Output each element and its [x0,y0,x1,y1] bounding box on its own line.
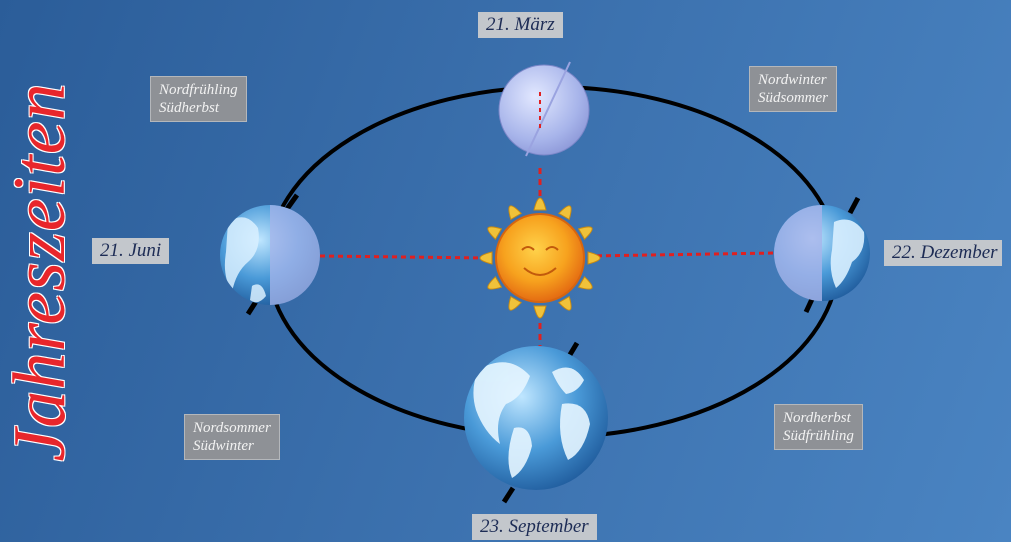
date-label-september: 23. September [472,514,597,540]
season-line: Südfrühling [783,428,854,444]
date-label-december: 22. Dezember [884,240,1002,266]
diagram-title: Jahreszeiten [0,82,81,462]
date-label-march: 21. März [478,12,563,38]
sunlight-line-left [319,254,489,260]
earth-icon [498,61,590,157]
sun-icon [479,197,601,319]
season-line: Nordsommer [193,420,271,436]
season-line: Südherbst [159,100,219,116]
season-line: Nordherbst [783,410,851,426]
season-box-top-left: Nordfrühling Südherbst [150,76,247,122]
season-line: Südwinter [193,438,254,454]
axis-tick [501,486,516,504]
season-line: Nordwinter [758,72,827,88]
season-line: Südsommer [758,90,828,106]
season-box-bottom-left: Nordsommer Südwinter [184,414,280,460]
season-line: Nordfrühling [159,82,238,98]
earth-icon [774,205,870,301]
earth-icon [220,205,320,305]
season-box-top-right: Nordwinter Südsommer [749,66,837,112]
axis-tick [284,193,300,211]
date-label-june: 21. Juni [92,238,170,264]
axis-tick [847,196,861,215]
season-box-bottom-right: Nordherbst Südfrühling [774,404,863,450]
sunlight-line-right [587,251,777,258]
earth-icon [464,346,608,490]
